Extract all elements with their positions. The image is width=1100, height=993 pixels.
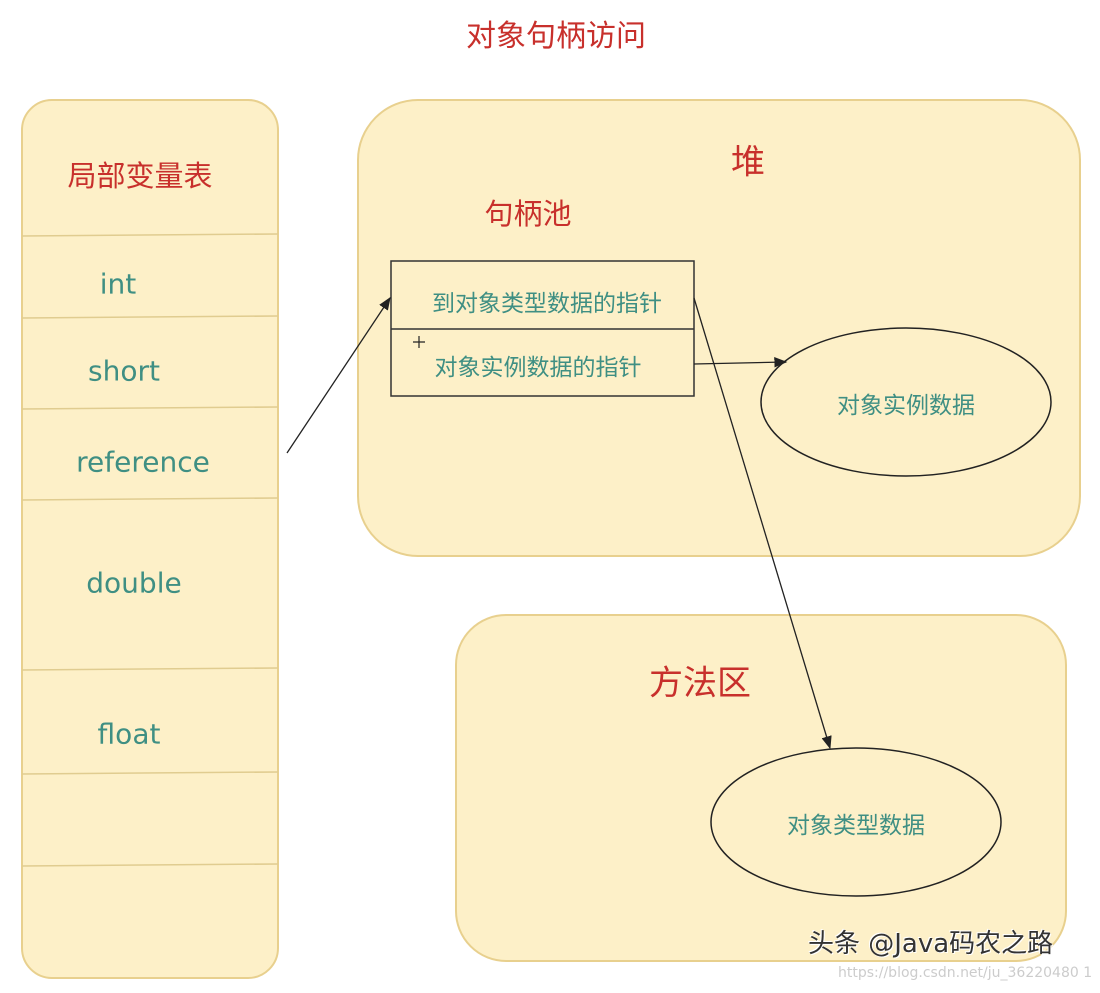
local-var-table-box [21,99,279,979]
method-area-box [455,614,1067,962]
instance-data-ellipse [760,327,1052,477]
diagram-title: 对象句柄访问 [466,19,646,54]
instance-data-label: 对象实例数据 [837,393,975,419]
handle-pool-label: 句柄池 [484,197,572,231]
type-data-label: 对象类型数据 [787,813,925,839]
heap-label: 堆 [731,142,765,183]
row-int: int [99,267,137,301]
type-pointer: 到对象类型数据的指针 [432,291,662,317]
method-area-label: 方法区 [649,663,751,704]
row-float: float [97,717,161,751]
local-var-table-label: 局部变量表 [67,159,213,193]
row-reference: reference [76,445,210,479]
heap-box [357,99,1081,557]
table-dividers [21,233,279,867]
cursor-cross-icon [413,336,425,348]
row-short: short [88,354,160,388]
watermark-url: https://blog.csdn.net/ju_36220480 1 [838,965,1093,981]
instance-pointer: 对象实例数据的指针 [434,355,642,381]
watermark: 头条 @Java码农之路 [808,929,1054,959]
arrow-to-instance-data [693,357,788,368]
row-double: double [86,566,182,600]
arrow-reference-to-handle [286,296,391,454]
type-data-ellipse [710,747,1002,897]
arrow-to-type-data [693,297,832,750]
